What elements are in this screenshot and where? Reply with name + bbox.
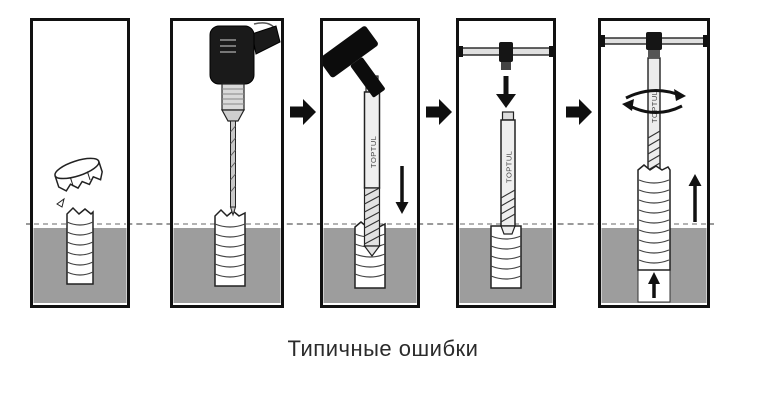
- extractor-tool: TOPTUL: [647, 57, 661, 179]
- extractor-tip: [363, 245, 381, 257]
- down-arrow-icon: [496, 76, 516, 108]
- panel-extraction: TOPTUL: [598, 18, 710, 308]
- panel-border: [170, 18, 284, 308]
- drill-bit: [230, 120, 236, 208]
- drill-body: [209, 25, 255, 85]
- next-step-arrow-icon: [426, 98, 452, 131]
- panel-t-handle: TOPTUL: [456, 18, 556, 308]
- drill-bit-tip: [229, 206, 237, 217]
- extractor-tip: [500, 225, 516, 235]
- panel-border: [456, 18, 556, 308]
- panel-drilling: [170, 18, 284, 308]
- chuck-taper: [220, 109, 246, 122]
- broken-bolt-illustration: [30, 18, 130, 308]
- extraction-illustration: TOPTUL: [598, 18, 710, 308]
- drill-vents: [220, 39, 236, 53]
- threaded-stud: [490, 225, 522, 289]
- next-step-arrow-icon: [566, 98, 592, 131]
- panel-border: [320, 18, 420, 308]
- drill-icon: [209, 22, 281, 217]
- extractor-tool: TOPTUL: [500, 111, 516, 235]
- extractor-shank: [501, 111, 515, 121]
- extractor-tool: TOPTUL: [363, 75, 381, 257]
- brand-text: TOPTUL: [650, 91, 659, 123]
- up-arrow-in-hole-icon: [648, 272, 660, 298]
- t-handle-illustration: TOPTUL: [456, 18, 556, 308]
- threaded-stud: [66, 206, 94, 285]
- panel-border: [30, 18, 130, 308]
- hammer-extractor-illustration: TOPTUL: [320, 18, 420, 308]
- drilling-illustration: [170, 18, 284, 308]
- drill-grip: [251, 25, 281, 55]
- brand-text: TOPTUL: [369, 136, 378, 168]
- extractor-flutes: [647, 130, 661, 171]
- panel-broken-bolt: [30, 18, 130, 308]
- threaded-stud: [214, 208, 246, 287]
- t-handle-bar: [458, 42, 554, 70]
- brand-text: TOPTUL: [505, 151, 514, 183]
- drill-chuck: [221, 83, 245, 111]
- panel-hammer-extractor: TOPTUL: [320, 18, 420, 308]
- extracted-stud: [637, 164, 671, 271]
- up-arrow-icon: [688, 174, 702, 222]
- down-arrow-icon: [395, 166, 409, 214]
- next-step-arrow-icon: [290, 98, 316, 131]
- metal-chip: [56, 197, 65, 208]
- broken-bolt-head: [54, 157, 103, 192]
- rotation-arrows-icon: [622, 89, 686, 114]
- panel-border: [598, 18, 710, 308]
- caption-text: Типичные ошибки: [287, 336, 479, 361]
- hammer-icon: [320, 26, 385, 98]
